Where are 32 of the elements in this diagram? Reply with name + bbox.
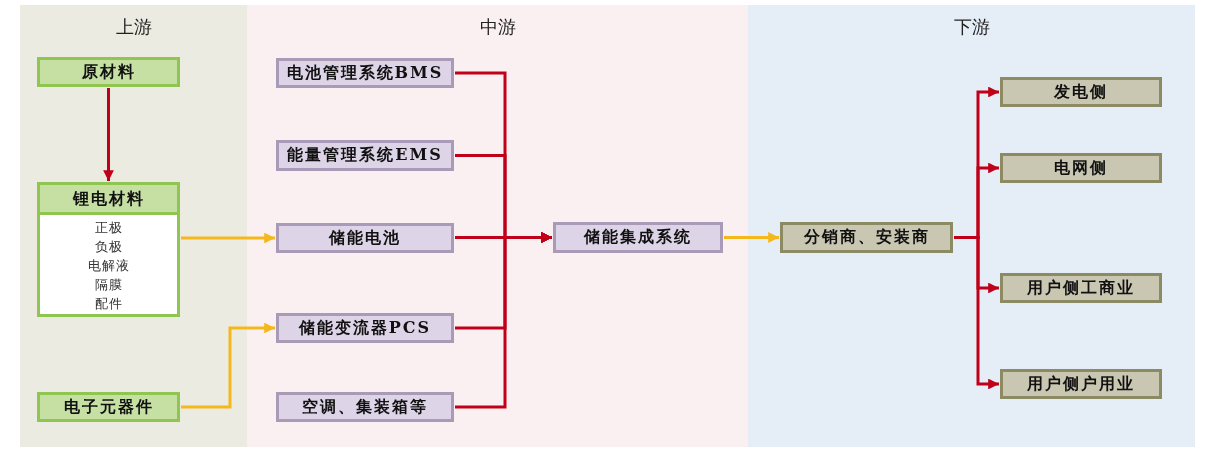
stage-heading: 上游 bbox=[114, 15, 153, 39]
list-item: 配件 bbox=[93, 295, 124, 313]
process-box: 原材料 bbox=[37, 57, 180, 87]
box-title: 锂电材料 bbox=[40, 185, 177, 215]
process-box: 空调、集装箱等 bbox=[276, 392, 454, 422]
stage-panel bbox=[20, 5, 247, 447]
list-item: 隔膜 bbox=[93, 276, 124, 294]
arrow bbox=[103, 88, 114, 181]
process-box: 用户侧工商业 bbox=[1000, 273, 1162, 303]
process-box: 储能集成系统 bbox=[553, 222, 723, 253]
list-item: 电解液 bbox=[86, 257, 131, 275]
arrow bbox=[181, 232, 275, 244]
process-box: 用户侧户用业 bbox=[1000, 369, 1162, 399]
arrow bbox=[181, 322, 275, 409]
process-box: 发电侧 bbox=[1000, 77, 1162, 107]
material-box bbox=[37, 182, 180, 317]
process-box: 分销商、安装商 bbox=[780, 222, 953, 253]
stage-heading: 下游 bbox=[952, 15, 991, 39]
process-box: 电网侧 bbox=[1000, 153, 1162, 183]
list-item: 正极 bbox=[93, 219, 124, 237]
process-box: 能量管理系统EMS bbox=[276, 140, 454, 171]
list-item: 负极 bbox=[93, 238, 124, 256]
process-box: 电池管理系统BMS bbox=[276, 58, 454, 88]
process-box: 电子元器件 bbox=[37, 392, 180, 422]
arrow bbox=[455, 232, 552, 409]
arrow bbox=[954, 236, 999, 390]
process-box: 储能变流器PCS bbox=[276, 313, 454, 343]
stage-panel bbox=[748, 5, 1195, 447]
stage-heading: 中游 bbox=[478, 15, 517, 39]
arrow bbox=[724, 232, 779, 243]
stage-panel bbox=[247, 5, 748, 447]
process-box: 储能电池 bbox=[276, 223, 454, 253]
